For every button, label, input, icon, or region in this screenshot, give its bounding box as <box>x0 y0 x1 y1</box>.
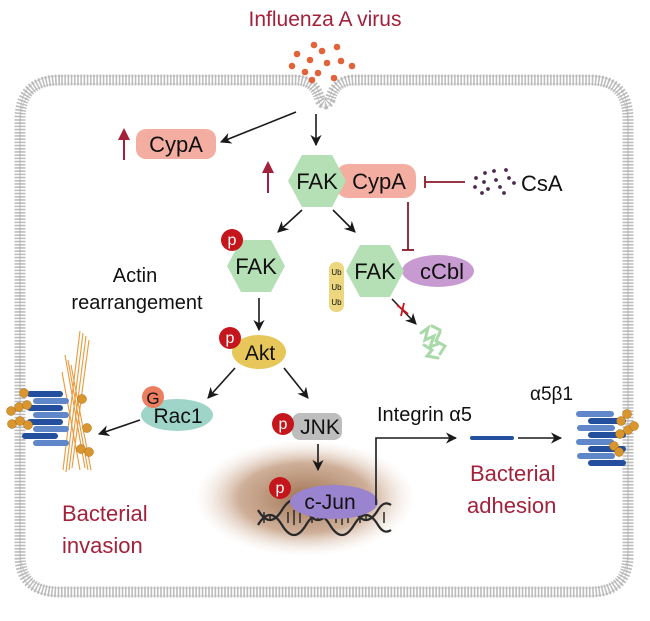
cjun-label: c-Jun <box>304 491 355 514</box>
phospho-label: p <box>226 330 235 347</box>
adhesion-label-line1: Bacterial <box>470 461 556 486</box>
blocked-x-icon <box>396 302 409 317</box>
cypa-upregulated: CypA <box>118 128 216 160</box>
title: Influenza A virus <box>249 8 402 31</box>
phospho-icon <box>219 327 241 349</box>
rac1-label: Rac1 <box>153 405 202 428</box>
ub-label: Ub <box>331 298 342 307</box>
actin-label-line1: Actin <box>113 265 157 287</box>
ubiquitinated-fak: cCbl Ub Ub Ub FAK <box>329 245 474 312</box>
arrow-virus-to-cypa <box>219 111 297 144</box>
phospho-akt: Akt p <box>219 327 286 369</box>
fak-label: FAK <box>235 254 277 279</box>
csa-dots-icon <box>473 168 516 195</box>
ub-chain <box>329 262 344 312</box>
arrow-to-fak-ub <box>332 209 356 233</box>
invasion-label-line1: Bacterial <box>62 501 148 526</box>
phospho-label: p <box>276 480 285 497</box>
fak-cypa-complex: FAK CypA <box>288 155 416 207</box>
arrow-rac1-to-actin <box>97 419 141 437</box>
bacteria-icon <box>6 388 94 457</box>
arrow-to-pfak <box>277 209 303 233</box>
csa-label: CsA <box>521 171 563 196</box>
phospho-icon <box>272 413 294 435</box>
integrin-a5b1-left <box>6 330 94 473</box>
fak-label: FAK <box>354 259 396 284</box>
fak-hexagon <box>288 155 346 207</box>
phospho-jnk: JNK p <box>272 413 342 440</box>
phospho-icon <box>221 229 243 251</box>
ub-label: Ub <box>331 268 342 277</box>
cell-membrane <box>14 74 634 598</box>
phospho-icon <box>269 477 291 499</box>
rac1-ellipse <box>141 399 213 431</box>
virus-particles <box>288 41 356 84</box>
cypa-label: CypA <box>149 132 203 157</box>
gtp-icon <box>142 386 164 408</box>
arrow-transcription-integrin <box>375 432 458 505</box>
phospho-cjun: c-Jun p <box>269 477 378 519</box>
invasion-label-line2: invasion <box>62 533 143 558</box>
adhesion-label-line2: adhesion <box>467 493 556 518</box>
bacteria-icon <box>609 409 639 457</box>
akt-ellipse <box>232 335 286 369</box>
akt-label: Akt <box>245 342 276 365</box>
csa-inhibitor: CsA <box>424 168 563 196</box>
actin-label-line2: rearrangement <box>71 292 203 314</box>
phospho-fak: FAK p <box>221 229 285 292</box>
ccbl-ellipse <box>402 255 474 287</box>
phospho-label: p <box>228 232 237 249</box>
cypa-box <box>136 129 216 159</box>
jnk-box <box>292 413 342 440</box>
fak-hexagon <box>346 245 404 297</box>
phospho-label: p <box>279 416 288 433</box>
arrow-akt-to-jnk <box>283 367 309 399</box>
degraded-protein-icon <box>419 324 448 360</box>
gtp-label: G <box>146 389 159 408</box>
integrin-a5-label: Integrin α5 <box>377 404 472 426</box>
ccbl-label: cCbl <box>420 259 464 284</box>
arrow-akt-to-rac1 <box>207 367 236 399</box>
jnk-label: JNK <box>300 416 340 439</box>
ub-label: Ub <box>331 283 342 292</box>
rac1-gtp: Rac1 G <box>141 386 213 431</box>
integrin-a5b1-right <box>576 409 639 466</box>
cypa-box <box>336 164 416 198</box>
fak-upregulated-indicator <box>262 161 274 193</box>
a5b1-label: α5β1 <box>530 384 573 405</box>
fak-label: FAK <box>296 169 338 194</box>
cjun-ellipse <box>290 485 378 519</box>
fak-hexagon <box>227 240 285 292</box>
cypa-label: CypA <box>352 169 406 194</box>
